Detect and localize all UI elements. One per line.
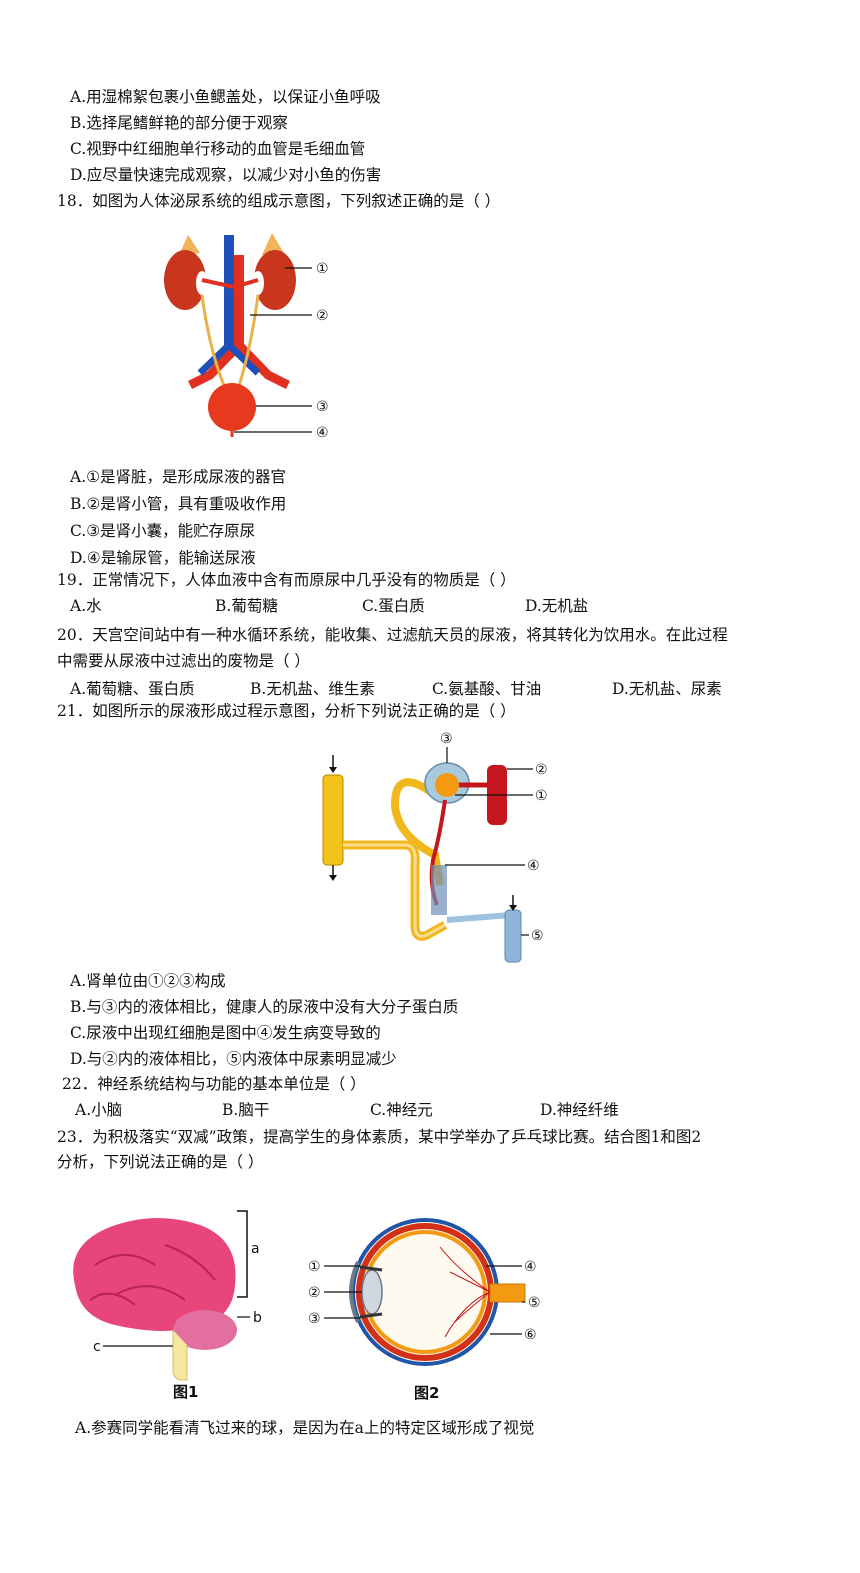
q21-option-d: D.与②内的液体相比，⑤内液体中尿素明显减少 [70,1050,397,1068]
q20-option-d: D.无机盐、尿素 [612,680,722,698]
renal-tubule [343,840,448,941]
kidney-right [254,250,296,310]
cerebellum [173,1310,237,1350]
q20-option-b: B.无机盐、维生素 [250,680,375,698]
retina [363,1230,487,1354]
q20-stem-line1: 20．天宫空间站中有一种水循环系统，能收集、过滤航天员的尿液，将其转化为饮用水。… [57,626,728,644]
q20-stem-line2: 中需要从尿液中过滤出的废物是（ ） [57,652,310,670]
label-c: c [93,1339,101,1355]
q21-option-c: C.尿液中出现红细胞是图中④发生病变导致的 [70,1024,381,1042]
collecting-duct [322,774,344,866]
label-1: ① [535,788,548,804]
q21-option-a: A.肾单位由①②③构成 [70,972,226,990]
q20-option-c: C.氨基酸、甘油 [432,680,542,698]
label-3: ③ [308,1311,321,1327]
glomerulus [435,773,459,797]
q23-stem-line1: 23．为积极落实“双减”政策，提高学生的身体素质，某中学举办了乒乓球比赛。结合图… [57,1128,702,1146]
label-b: b [253,1310,262,1326]
q22-option-a: A.小脑 [75,1101,123,1119]
q19-option-a: A.水 [70,597,102,615]
q23-option-a: A.参赛同学能看清飞过来的球，是因为在a上的特定区域形成了视觉 [75,1419,535,1437]
q19-option-d: D.无机盐 [525,597,589,615]
brain-figure: a b c 图1 [73,1210,262,1401]
bladder [208,383,256,431]
urinary-system-figure: ① ② ③ ④ [164,233,329,441]
q18-option-d: D.④是输尿管，能输送尿液 [70,549,256,567]
lens [361,1269,383,1315]
label-2: ② [316,308,329,324]
capillary-network [431,865,447,915]
cerebrum [73,1217,236,1331]
q22-option-c: C.神经元 [370,1101,433,1119]
label-2: ② [535,762,548,778]
q18-option-b: B.②是肾小管，具有重吸收作用 [70,495,287,513]
aorta [234,255,244,345]
adrenal-gland-right [262,233,284,255]
q18-stem: 18．如图为人体泌尿系统的组成示意图，下列叙述正确的是（ ） [57,192,501,210]
q17-option-a: A.用湿棉絮包裹小鱼鳃盖处，以保证小鱼呼吸 [70,88,381,106]
q18-option-c: C.③是肾小囊，能贮存原尿 [70,522,256,540]
q20-option-a: A.葡萄糖、蛋白质 [70,680,195,698]
q22-stem: 22．神经系统结构与功能的基本单位是（ ） [62,1075,366,1093]
label-5: ⑤ [531,928,544,944]
q21-stem: 21．如图所示的尿液形成过程示意图，分析下列说法正确的是（ ） [57,702,516,720]
label-5: ⑤ [528,1295,541,1311]
q22-option-d: D.神经纤维 [540,1101,619,1119]
fig1-caption: 图1 [173,1383,198,1401]
label-6: ⑥ [524,1327,537,1343]
label-a: a [251,1241,260,1257]
q18-option-a: A.①是肾脏，是形成尿液的器官 [70,468,287,486]
q23-stem-line2: 分析，下列说法正确的是（ ） [57,1153,264,1171]
label-2: ② [308,1285,321,1301]
kidney-left [164,250,206,310]
vena-cava [224,235,234,345]
q19-option-b: B.葡萄糖 [215,597,278,615]
renal-vein [504,909,522,963]
q17-option-b: B.选择尾鳍鲜艳的部分便于观察 [70,114,288,132]
label-4: ④ [524,1259,537,1275]
label-4: ④ [316,425,329,441]
q17-option-d: D.应尽量快速完成观察，以减少对小鱼的伤害 [70,166,382,184]
label-4: ④ [527,858,540,874]
urine-formation-figure: ③ ② ① ④ ⑤ [322,731,548,963]
optic-nerve [489,1283,526,1303]
eye-figure: ① ② ③ ④ ⑤ ⑥ 图2 [308,1218,541,1402]
label-3: ③ [440,731,453,747]
q17-option-c: C.视野中红细胞单行移动的血管是毛细血管 [70,140,366,158]
q19-stem: 19．正常情况下，人体血液中含有而原尿中几乎没有的物质是（ ） [57,571,516,589]
label-3: ③ [316,399,329,415]
q19-option-c: C.蛋白质 [362,597,425,615]
label-1: ① [316,261,329,277]
q21-option-b: B.与③内的液体相比，健康人的尿液中没有大分子蛋白质 [70,998,459,1016]
label-1: ① [308,1259,321,1275]
fig2-caption: 图2 [414,1384,439,1402]
brainstem [172,1330,188,1381]
q22-option-b: B.脑干 [222,1101,270,1119]
